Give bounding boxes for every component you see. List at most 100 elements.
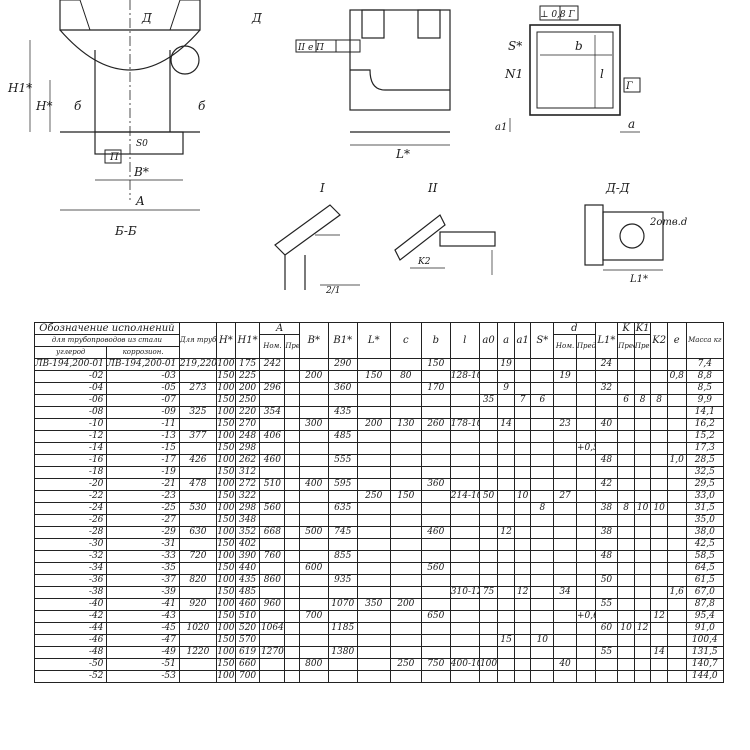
table-cell-a0: [478, 466, 499, 479]
table-cell-k1: [633, 562, 652, 575]
table-cell-k2: [650, 514, 668, 527]
table-cell-k1: [633, 382, 652, 395]
hdr-d-nom: Ном.: [553, 334, 577, 359]
table-cell-b1: 485: [327, 430, 358, 443]
table-cell-c1: -40: [33, 598, 108, 611]
table-cell-k2: [650, 478, 668, 491]
table-cell-h1: 390: [234, 550, 261, 563]
table-cell-m: 87,8: [685, 598, 725, 611]
dim-l-small: l: [600, 67, 604, 81]
table-cell-c2: -23: [106, 490, 180, 503]
table-cell-b: [298, 406, 329, 419]
table-cell-k1: [633, 406, 652, 419]
table-cell-a: [259, 670, 286, 683]
table-cell-d: [553, 382, 577, 395]
table-cell-k2: [650, 622, 668, 635]
table-cell-c1: -44: [33, 622, 108, 635]
table-cell-c1: -50: [33, 658, 108, 671]
table-cell-ll: [449, 670, 480, 683]
table-cell-dd: [575, 538, 596, 551]
table-cell-c2: -37: [106, 574, 180, 587]
table-cell-l: [356, 406, 391, 419]
table-cell-aa: [497, 538, 515, 551]
table-cell-c2: -31: [106, 538, 180, 551]
hdr-b: B*: [298, 322, 329, 359]
table-cell-k2: [650, 562, 668, 575]
table-cell-c1: -12: [33, 430, 108, 443]
table-cell-aa: [497, 514, 515, 527]
table-cell-c1: -06: [33, 394, 108, 407]
table-cell-h: 150: [216, 634, 236, 647]
table-cell-k: [617, 430, 635, 443]
table-cell-k: [617, 538, 635, 551]
table-cell-d: [553, 454, 577, 467]
table-cell-l: 200: [356, 418, 391, 431]
table-cell-l1: [594, 586, 619, 599]
table-cell-a1: [513, 370, 532, 383]
table-cell-d: 27: [553, 490, 577, 503]
table-cell-l: [356, 562, 391, 575]
table-cell-k: [617, 610, 635, 623]
table-cell-adev: [284, 394, 300, 407]
table-cell-c: 250: [389, 658, 422, 671]
table-cell-b: [298, 586, 329, 599]
table-cell-dd: [575, 598, 596, 611]
table-cell-aa: [497, 622, 515, 635]
table-cell-bb: [420, 406, 451, 419]
table-cell-h1: 402: [234, 538, 261, 551]
table-cell-k1: [633, 574, 652, 587]
table-cell-adev: [284, 358, 300, 371]
table-cell-l1: [594, 610, 619, 623]
hdr-c: c: [389, 322, 422, 359]
dim-n1: N1: [504, 67, 523, 81]
table-cell-l1: 50: [594, 574, 619, 587]
table-cell-k1: 12: [633, 622, 652, 635]
table-cell-c: [389, 454, 422, 467]
table-cell-aa: [497, 598, 515, 611]
table-cell-a0: [478, 454, 499, 467]
table-cell-k: [617, 526, 635, 539]
table-cell-dn: 920: [178, 598, 218, 611]
hdr-bb: b: [420, 322, 451, 359]
table-cell-m: 15,2: [685, 430, 725, 443]
table-cell-c2: -39: [106, 586, 180, 599]
label-s0: S0: [136, 139, 148, 149]
table-cell-l: [356, 514, 391, 527]
table-cell-a1: 10: [513, 490, 532, 503]
table-cell-a0: 75: [478, 586, 499, 599]
table-cell-k1: [633, 634, 652, 647]
table-cell-c: [389, 466, 422, 479]
table-cell-a: 510: [259, 478, 286, 491]
table-cell-c: 80: [389, 370, 422, 383]
table-cell-b: 600: [298, 562, 329, 575]
table-cell-dn: [178, 634, 218, 647]
table-cell-k: [617, 418, 635, 431]
table-cell-aa: [497, 574, 515, 587]
table-cell-k2: 12: [650, 610, 668, 623]
table-cell-c1: -24: [33, 502, 108, 515]
table-cell-c: [389, 514, 422, 527]
table-cell-b1: [327, 370, 358, 383]
technical-drawing: H1* H* б б Д Д B* A Б-Б П L* II е П b l …: [7, 0, 687, 296]
table-cell-h: 100: [216, 574, 236, 587]
tol-2: ⊥ 0,8 Г: [540, 10, 575, 20]
table-cell-m: 140,7: [685, 658, 725, 671]
table-cell-bb: [420, 646, 451, 659]
table-cell-a1: [513, 562, 532, 575]
table-cell-dd: [575, 466, 596, 479]
table-cell-ll: [449, 382, 480, 395]
table-cell-m: 100,4: [685, 634, 725, 647]
table-cell-s: [530, 442, 555, 455]
table-cell-dd: [575, 490, 596, 503]
table-cell-s: [530, 454, 555, 467]
table-cell-h: 100: [216, 646, 236, 659]
table-cell-b: 700: [298, 610, 329, 623]
table-cell-aa: [497, 430, 515, 443]
table-cell-h1: 619: [234, 646, 261, 659]
table-cell-e: [666, 514, 687, 527]
table-cell-k: [617, 598, 635, 611]
